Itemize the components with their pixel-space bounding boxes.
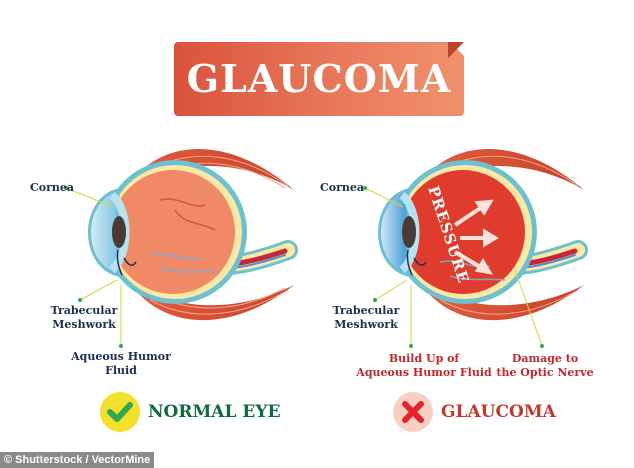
damage-label: Damage to the Optic Nerve bbox=[495, 352, 595, 380]
glaucoma-eye-illustration: PRESSURE bbox=[363, 149, 588, 348]
glaucoma-trabecular-line2: Meshwork bbox=[334, 318, 398, 331]
normal-trabecular-line2: Meshwork bbox=[52, 318, 116, 331]
glaucoma-trabecular-line1: Trabecular bbox=[332, 304, 400, 317]
normal-eye-status: NORMAL EYE bbox=[100, 392, 280, 432]
image-credit: © Shutterstock / VectorMine bbox=[0, 452, 155, 468]
damage-line1: Damage to bbox=[511, 352, 579, 365]
cross-icon bbox=[393, 392, 433, 432]
normal-trabecular-line1: Trabecular bbox=[50, 304, 118, 317]
banner-fold-shadow bbox=[448, 42, 464, 58]
glaucoma-text: GLAUCOMA bbox=[441, 402, 556, 422]
normal-aqueous-line2: Fluid bbox=[105, 364, 137, 377]
damage-line2: the Optic Nerve bbox=[496, 366, 594, 379]
page-title: GLAUCOMA bbox=[186, 56, 452, 101]
normal-aqueous-line1: Aqueous Humor bbox=[71, 350, 171, 363]
title-banner: GLAUCOMA bbox=[174, 41, 465, 116]
buildup-line2: Aqueous Humor Fluid bbox=[356, 366, 492, 379]
glaucoma-cornea-label: Cornea bbox=[320, 181, 365, 194]
normal-trabecular-label: Trabecular Meshwork bbox=[44, 304, 124, 332]
normal-aqueous-label: Aqueous Humor Fluid bbox=[70, 350, 172, 378]
buildup-label: Build Up of Aqueous Humor Fluid bbox=[354, 352, 494, 380]
check-icon bbox=[100, 392, 140, 432]
buildup-line1: Build Up of bbox=[388, 352, 460, 365]
normal-eye-illustration bbox=[64, 149, 298, 348]
glaucoma-status: GLAUCOMA bbox=[393, 392, 556, 432]
pressure-arrows bbox=[453, 199, 499, 275]
normal-cornea-label: Cornea bbox=[30, 181, 75, 194]
glaucoma-trabecular-label: Trabecular Meshwork bbox=[326, 304, 406, 332]
normal-eye-text: NORMAL EYE bbox=[148, 402, 281, 422]
